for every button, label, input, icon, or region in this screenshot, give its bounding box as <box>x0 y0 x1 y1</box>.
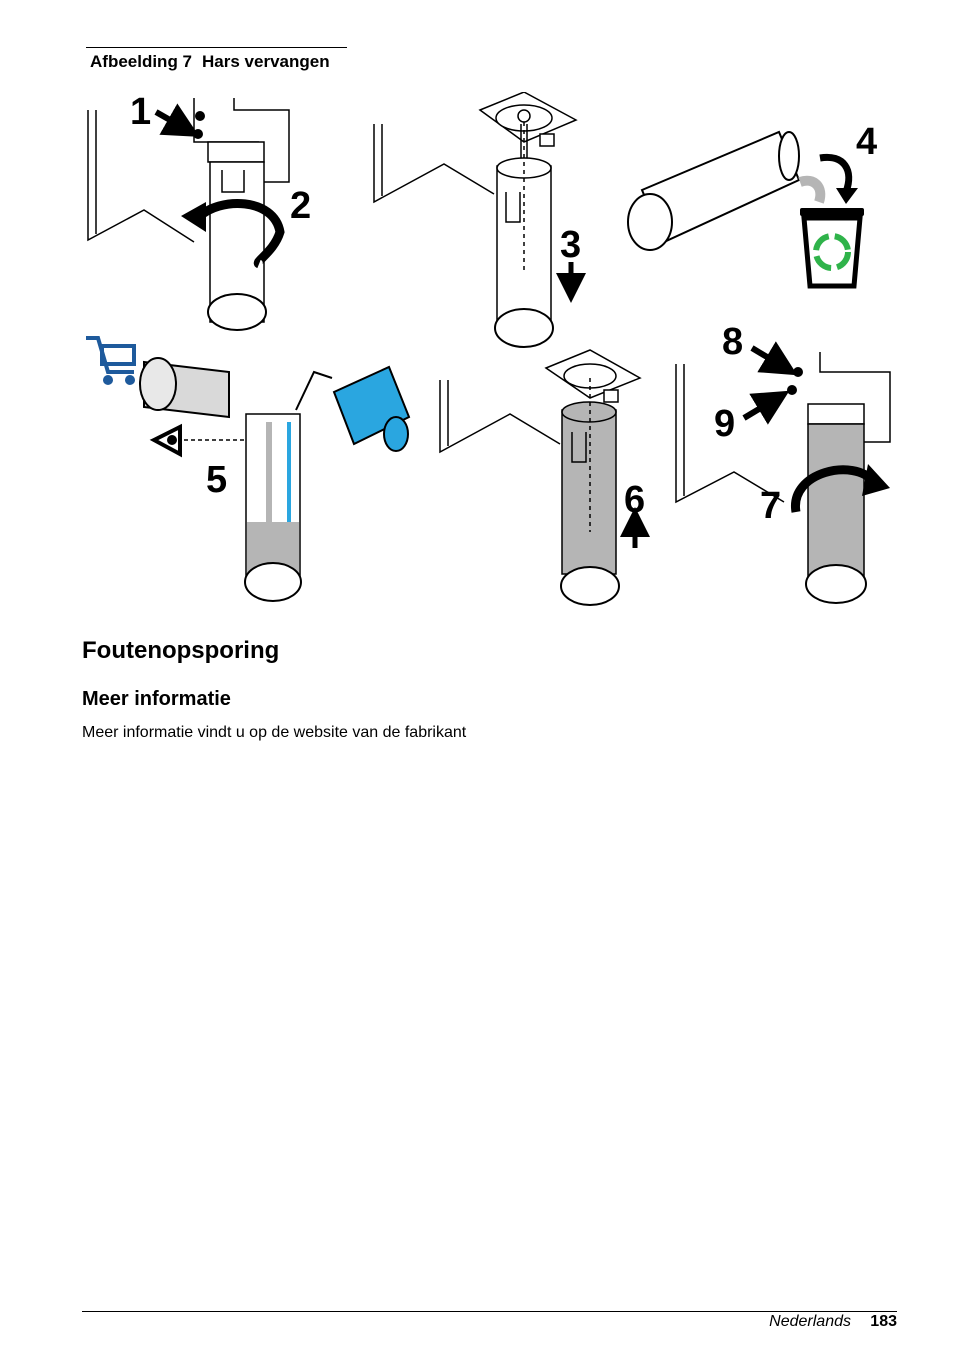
step-number: 3 <box>560 224 581 266</box>
right-arrow-icon <box>750 341 798 376</box>
recycle-bin-icon <box>800 208 864 289</box>
step-number: 4 <box>856 121 877 163</box>
panel-pull-cartridge <box>373 92 578 348</box>
step-number: 2 <box>290 185 311 227</box>
footer-language: Nederlands <box>769 1313 851 1330</box>
page-footer: Nederlands 183 <box>82 1311 897 1336</box>
step-number: 5 <box>206 459 227 501</box>
curved-arrow-icon <box>819 153 853 194</box>
panel-insert-cartridge <box>439 349 642 606</box>
panel-close-housing <box>675 352 891 604</box>
rotate-arrow-icon <box>791 465 878 513</box>
rotate-arrow-icon <box>195 199 285 269</box>
right-arrow-icon <box>742 390 790 425</box>
figure-label: Afbeelding 7 <box>90 52 193 71</box>
right-arrow-icon <box>154 103 200 137</box>
subsection-title: Meer informatie <box>82 688 231 710</box>
panel-discard-cartridge <box>627 130 826 251</box>
step-number: 8 <box>722 321 743 363</box>
screw-icon <box>193 111 205 139</box>
shopping-cart-icon <box>86 336 136 385</box>
figure-caption: Afbeelding 7 Hars vervangen <box>86 47 347 72</box>
step-number: 1 <box>130 92 151 133</box>
resin-replacement-illustration: 1 2 3 4 <box>86 92 891 606</box>
figure-title: Hars vervangen <box>202 52 330 71</box>
screw-icon <box>787 367 803 395</box>
step-number: 9 <box>714 403 735 445</box>
section-title: Foutenopsporing <box>82 637 280 664</box>
panel-new-cartridge <box>139 357 411 602</box>
step-number: 6 <box>624 479 645 521</box>
eye-icon <box>149 423 246 458</box>
page-number: 183 <box>870 1313 897 1330</box>
body-text: Meer informatie vindt u op de website va… <box>82 724 467 741</box>
step-number: 7 <box>760 485 781 527</box>
panel-remove-cartridge <box>87 98 290 331</box>
